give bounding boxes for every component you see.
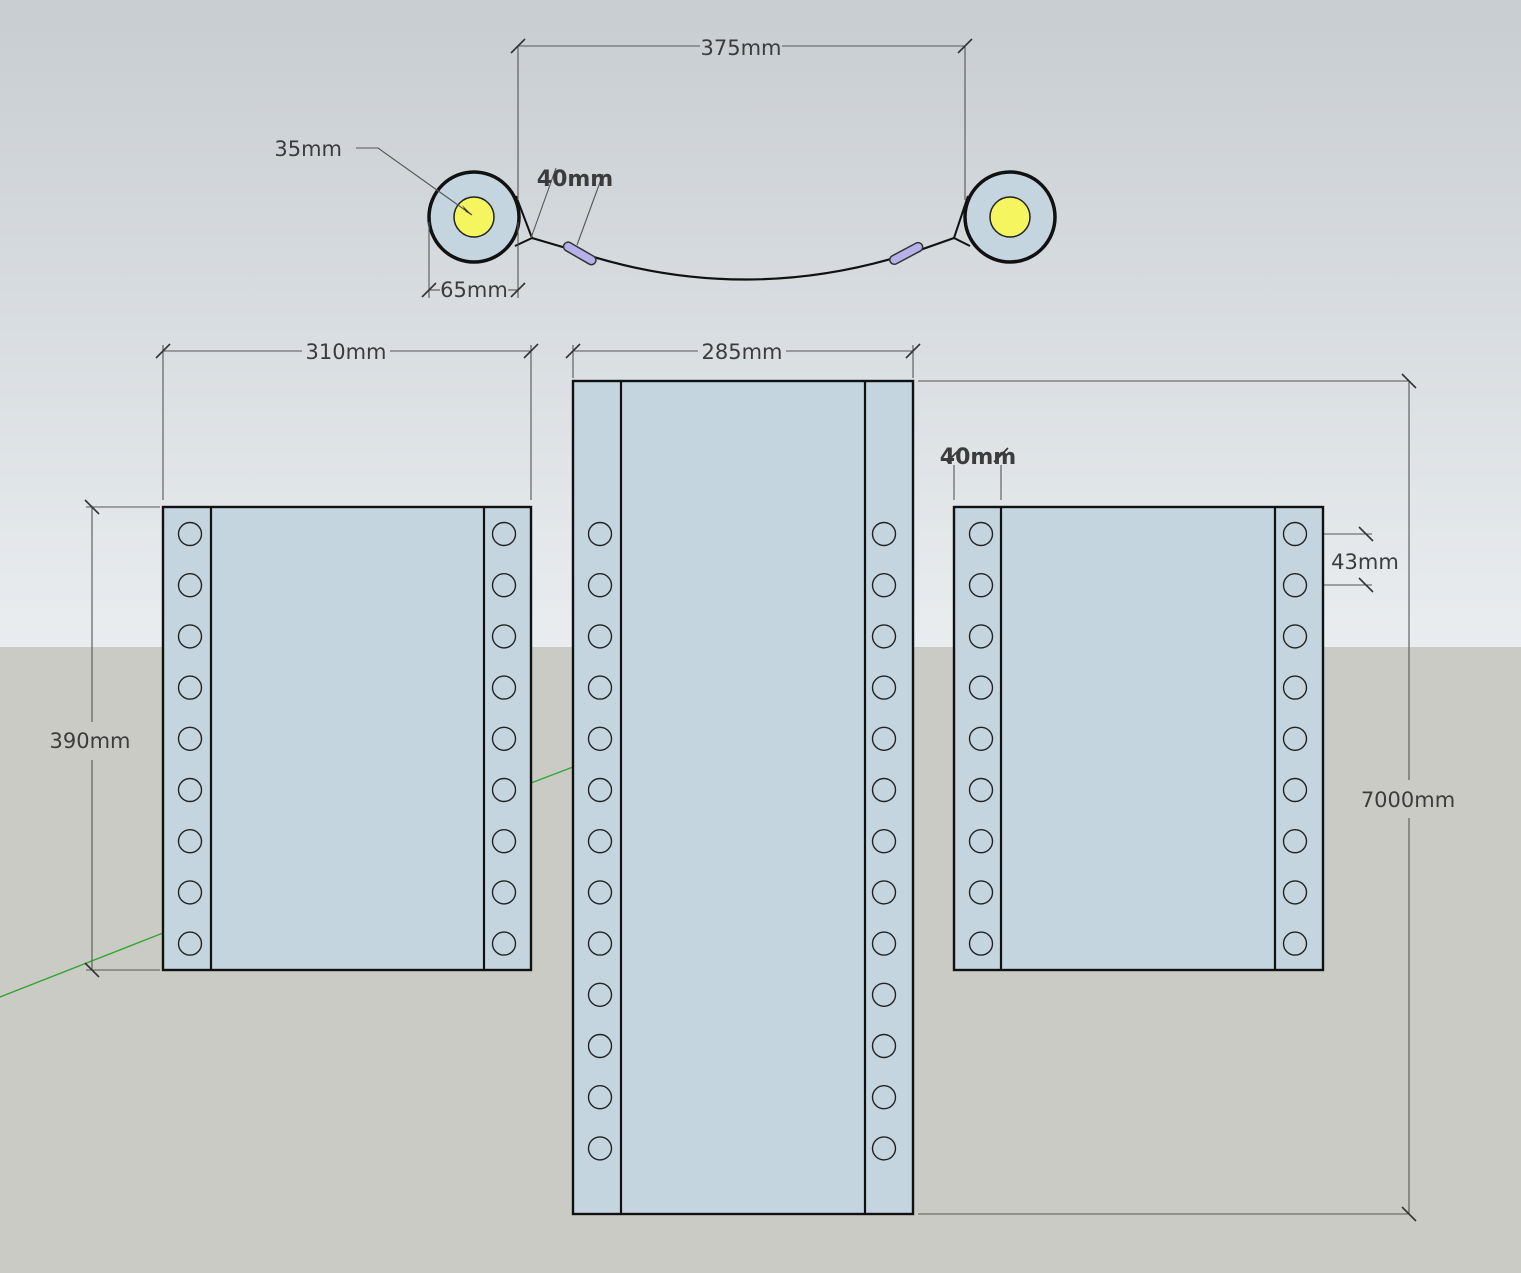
hole <box>587 675 613 700</box>
hole <box>968 624 994 649</box>
green-axis-line-mid <box>530 766 574 784</box>
profile-view: 375mm 35mm 65mm 40mm <box>274 36 1057 302</box>
hole <box>587 1136 613 1161</box>
hole <box>871 1084 897 1110</box>
hole <box>587 931 613 956</box>
hole <box>968 777 994 803</box>
right-panel-holes <box>968 521 1308 956</box>
hole <box>871 726 897 751</box>
dim-text-285: 285mm <box>702 340 783 364</box>
hole <box>968 880 994 905</box>
hole <box>968 931 994 956</box>
hole <box>968 726 994 751</box>
center-panel-holes <box>587 521 897 1161</box>
hole <box>587 829 613 854</box>
hole <box>177 829 203 854</box>
dim-hole-pitch: 43mm <box>1312 526 1399 593</box>
hole <box>968 521 994 547</box>
hole <box>177 931 203 956</box>
hole <box>871 624 897 649</box>
hole <box>491 726 517 751</box>
dim-span-375: 375mm <box>701 36 782 60</box>
hole <box>491 829 517 854</box>
right-wheel <box>952 170 1057 264</box>
hole <box>177 521 203 547</box>
hole <box>587 777 613 803</box>
hole <box>177 624 203 649</box>
hole <box>871 829 897 854</box>
dim-hub-35: 35mm <box>274 137 342 161</box>
hole <box>177 777 203 803</box>
hole <box>491 931 517 956</box>
right-hub <box>989 196 1031 238</box>
strap-curve <box>531 236 955 281</box>
dim-text-310: 310mm <box>306 340 387 364</box>
right-panel <box>952 505 1325 972</box>
hole <box>871 880 897 905</box>
hole <box>1282 777 1308 803</box>
hole <box>587 1084 613 1110</box>
dim-wheel-65: 65mm <box>440 278 508 302</box>
hole <box>871 1033 897 1059</box>
hole <box>491 521 517 547</box>
hole <box>491 573 517 598</box>
hole <box>587 880 613 905</box>
hole <box>871 675 897 700</box>
hole <box>1282 521 1308 547</box>
hole <box>1282 829 1308 854</box>
hole <box>491 880 517 905</box>
hole <box>587 573 613 598</box>
left-wheel <box>427 170 534 264</box>
hole <box>491 624 517 649</box>
hole <box>871 1136 897 1161</box>
hole <box>491 675 517 700</box>
dim-text-43: 43mm <box>1331 550 1399 574</box>
hole <box>1282 880 1308 905</box>
left-clip <box>562 241 597 266</box>
hole <box>1282 931 1308 956</box>
hole <box>587 982 613 1007</box>
right-clip <box>889 241 924 266</box>
dim-clip-40: 40mm <box>537 167 613 192</box>
hole <box>177 726 203 751</box>
hole <box>871 521 897 547</box>
hole <box>1282 675 1308 700</box>
hole <box>871 777 897 803</box>
dim-center-height: 7000mm <box>918 373 1455 1222</box>
hole <box>587 726 613 751</box>
hole <box>1282 726 1308 751</box>
hole <box>871 982 897 1007</box>
hole <box>177 675 203 700</box>
hole <box>1282 624 1308 649</box>
left-panel <box>161 505 533 972</box>
left-panel-holes <box>177 521 517 956</box>
hole <box>491 777 517 803</box>
hole <box>587 521 613 547</box>
center-panel <box>571 379 915 1216</box>
hole <box>587 624 613 649</box>
dim-strip-width: 40mm <box>940 445 1016 500</box>
hole <box>968 675 994 700</box>
dim-left-height: 390mm <box>50 499 160 978</box>
dim-text-40-strip: 40mm <box>940 445 1016 470</box>
left-hub <box>453 196 495 238</box>
hole <box>177 573 203 598</box>
hole <box>177 880 203 905</box>
dim-left-width: 310mm <box>155 340 539 500</box>
hole <box>871 931 897 956</box>
hole <box>968 573 994 598</box>
green-axis-line <box>0 932 164 998</box>
dim-text-7000: 7000mm <box>1361 788 1455 812</box>
hole <box>1282 573 1308 598</box>
hole <box>968 829 994 854</box>
hole <box>871 573 897 598</box>
dim-center-width: 285mm <box>565 340 921 378</box>
dim-text-390: 390mm <box>50 729 131 753</box>
hole <box>587 1033 613 1059</box>
